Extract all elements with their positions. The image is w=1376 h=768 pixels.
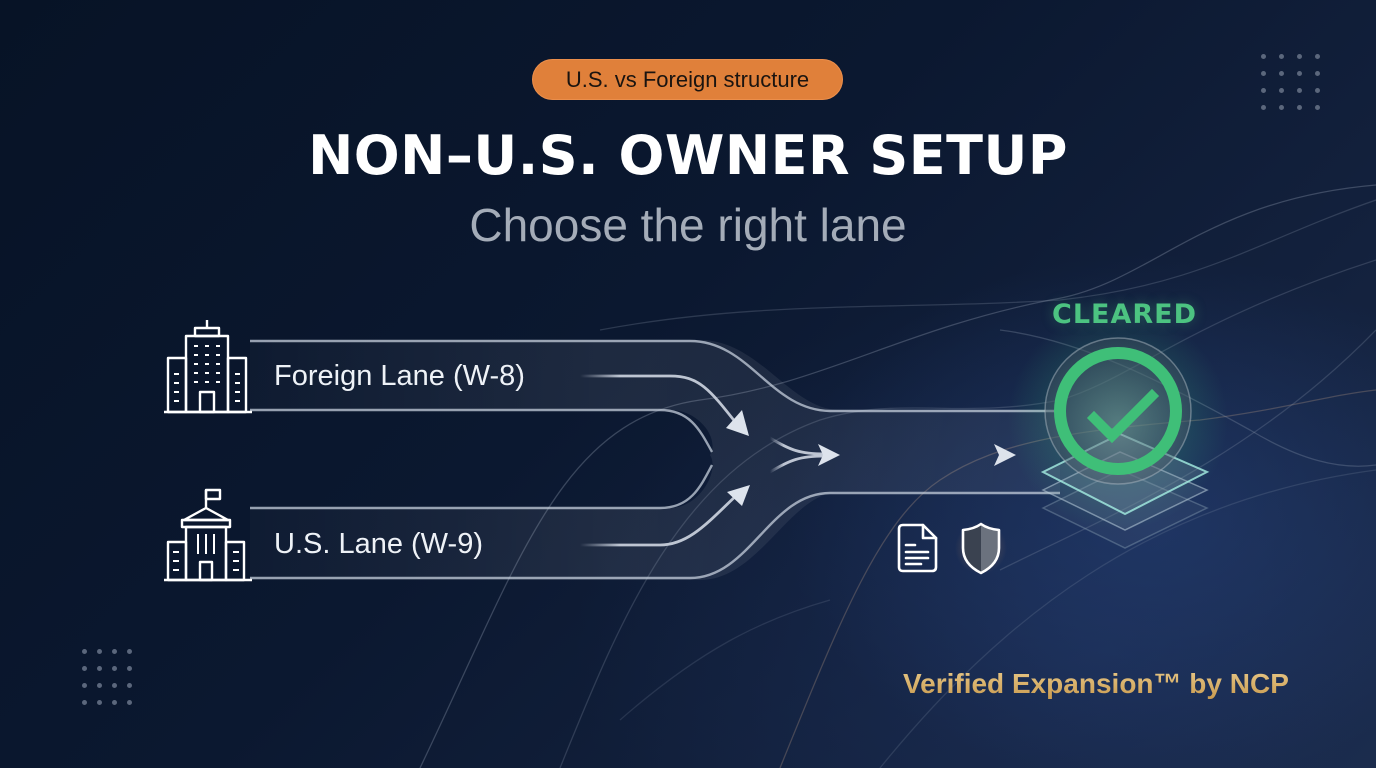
office-building-icon xyxy=(162,318,254,419)
shield-icon xyxy=(955,518,1007,583)
page-subtitle: Choose the right lane xyxy=(469,199,907,251)
dot-grid-decoration-top-right xyxy=(1261,54,1321,110)
category-badge-label: U.S. vs Foreign structure xyxy=(565,66,810,92)
us-lane-label: U.S. Lane (W-9) xyxy=(274,528,483,560)
brand-tagline: Verified Expansion™ by NCP xyxy=(903,668,1289,699)
government-building-icon xyxy=(162,488,254,587)
check-circle-ring xyxy=(1054,347,1182,475)
category-badge: U.S. vs Foreign structure xyxy=(532,59,843,100)
document-icon xyxy=(897,523,939,578)
cleared-status-label: CLEARED xyxy=(1052,299,1198,330)
check-circle-icon xyxy=(1045,338,1191,484)
dot-grid-decoration-bottom-left xyxy=(82,649,133,705)
foreign-lane-label: Foreign Lane (W-8) xyxy=(274,360,525,392)
page-title: NON–U.S. OWNER SETUP xyxy=(308,124,1068,187)
